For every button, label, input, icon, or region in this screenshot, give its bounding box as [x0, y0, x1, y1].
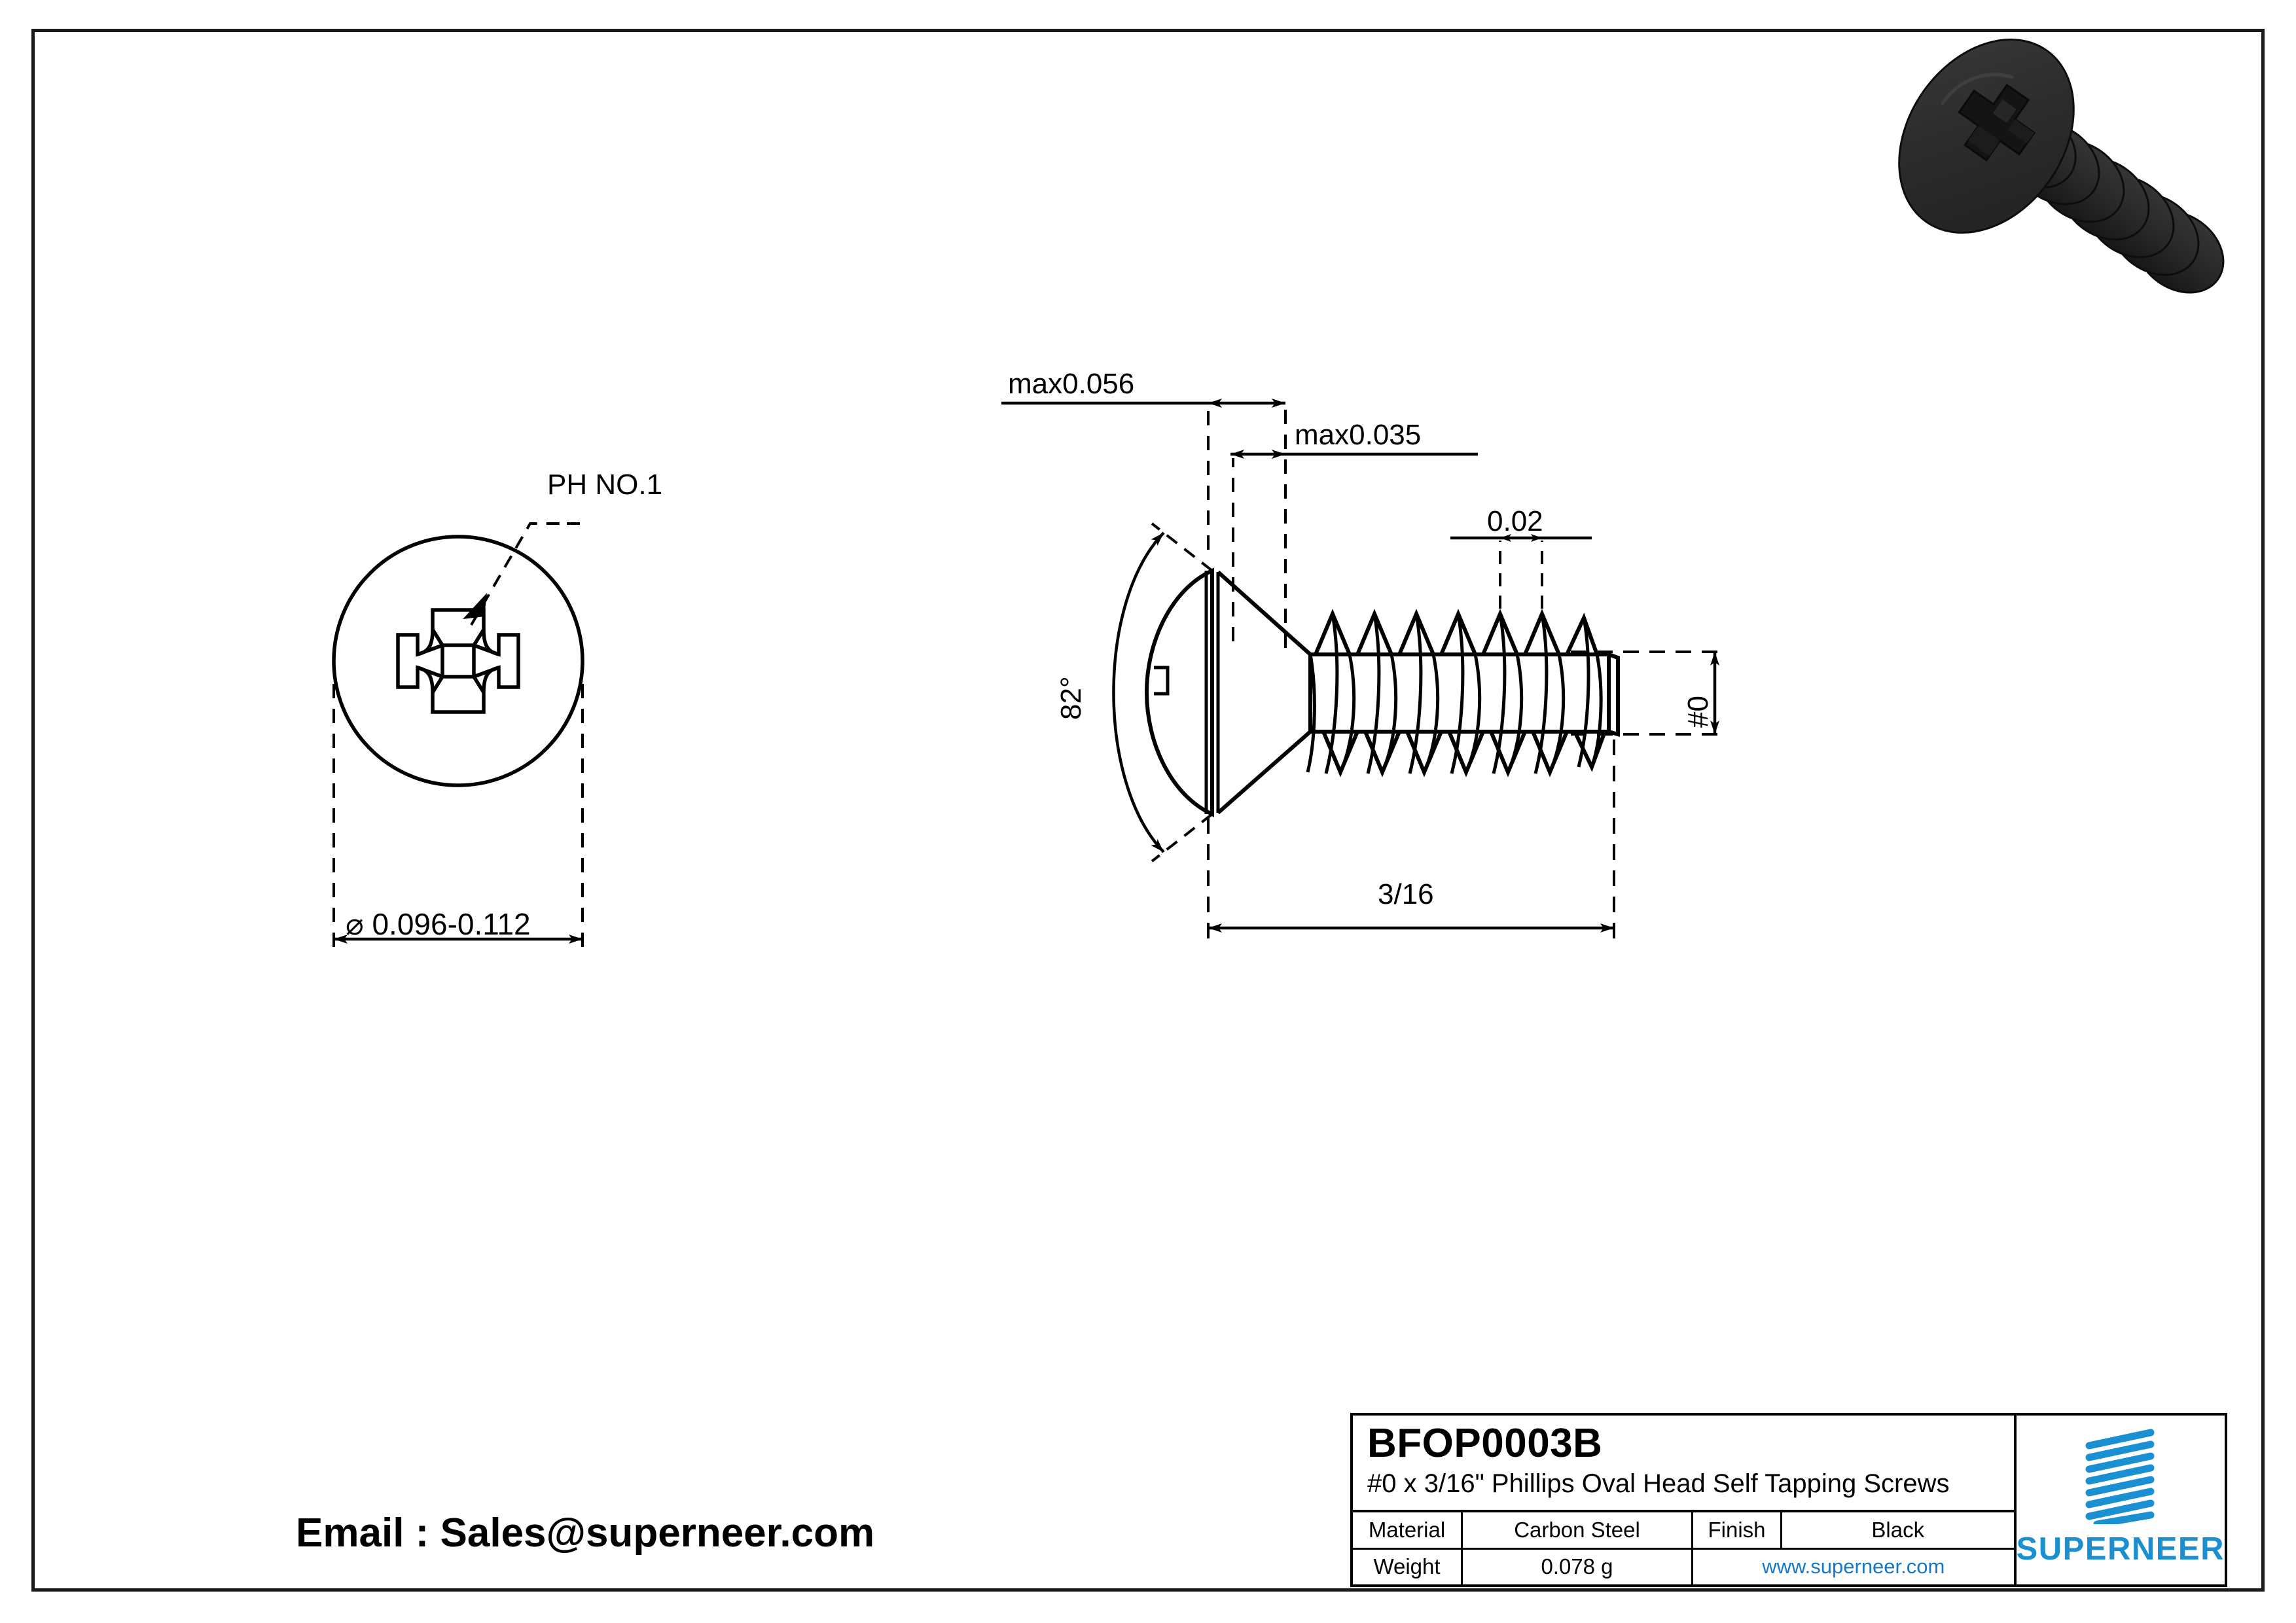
dimension-head-diameter: ⌀ 0.096-0.112: [346, 907, 531, 941]
dimension-thread-pitch: 0.02: [1487, 505, 1543, 537]
superneer-logo-icon: [2085, 1429, 2155, 1524]
dimension-head-height: max0.056: [1008, 368, 1135, 400]
weight-value: 0.078 g: [1463, 1549, 1693, 1584]
material-value: Carbon Steel: [1463, 1512, 1693, 1548]
product-3d-render: [1898, 38, 2225, 294]
brand-name: SUPERNEER: [2016, 1531, 2225, 1567]
part-number: BFOP0003B: [1367, 1421, 1603, 1466]
dimension-head-recess-depth: max0.035: [1295, 419, 1422, 451]
title-block-info: BFOP0003B #0 x 3/16" Phillips Oval Head …: [1353, 1416, 2017, 1584]
material-label: Material: [1353, 1512, 1463, 1548]
title-block: BFOP0003B #0 x 3/16" Phillips Oval Head …: [1350, 1413, 2227, 1587]
title-block-header: BFOP0003B #0 x 3/16" Phillips Oval Head …: [1353, 1416, 2014, 1512]
dimension-overall-length: 3/16: [1378, 878, 1434, 910]
website-link[interactable]: www.superneer.com: [1762, 1555, 1945, 1578]
dimension-head-angle: 82°: [1055, 676, 1087, 720]
contact-email-text: Email : Sales@superneer.com: [296, 1510, 875, 1556]
title-block-row-weight: Weight 0.078 g www.superneer.com: [1353, 1549, 2014, 1584]
dimension-shank-size: #0: [1682, 696, 1714, 728]
callout-ph-no-1: PH NO.1: [547, 469, 663, 501]
finish-label: Finish: [1693, 1512, 1782, 1548]
title-block-row-material: Material Carbon Steel Finish Black: [1353, 1512, 2014, 1550]
part-description: #0 x 3/16" Phillips Oval Head Self Tappi…: [1367, 1469, 1950, 1498]
weight-label: Weight: [1353, 1549, 1463, 1584]
drawing-frame-border: [31, 29, 2265, 1592]
finish-value: Black: [1871, 1517, 1925, 1542]
brand-logo-block: SUPERNEER: [2017, 1416, 2225, 1584]
